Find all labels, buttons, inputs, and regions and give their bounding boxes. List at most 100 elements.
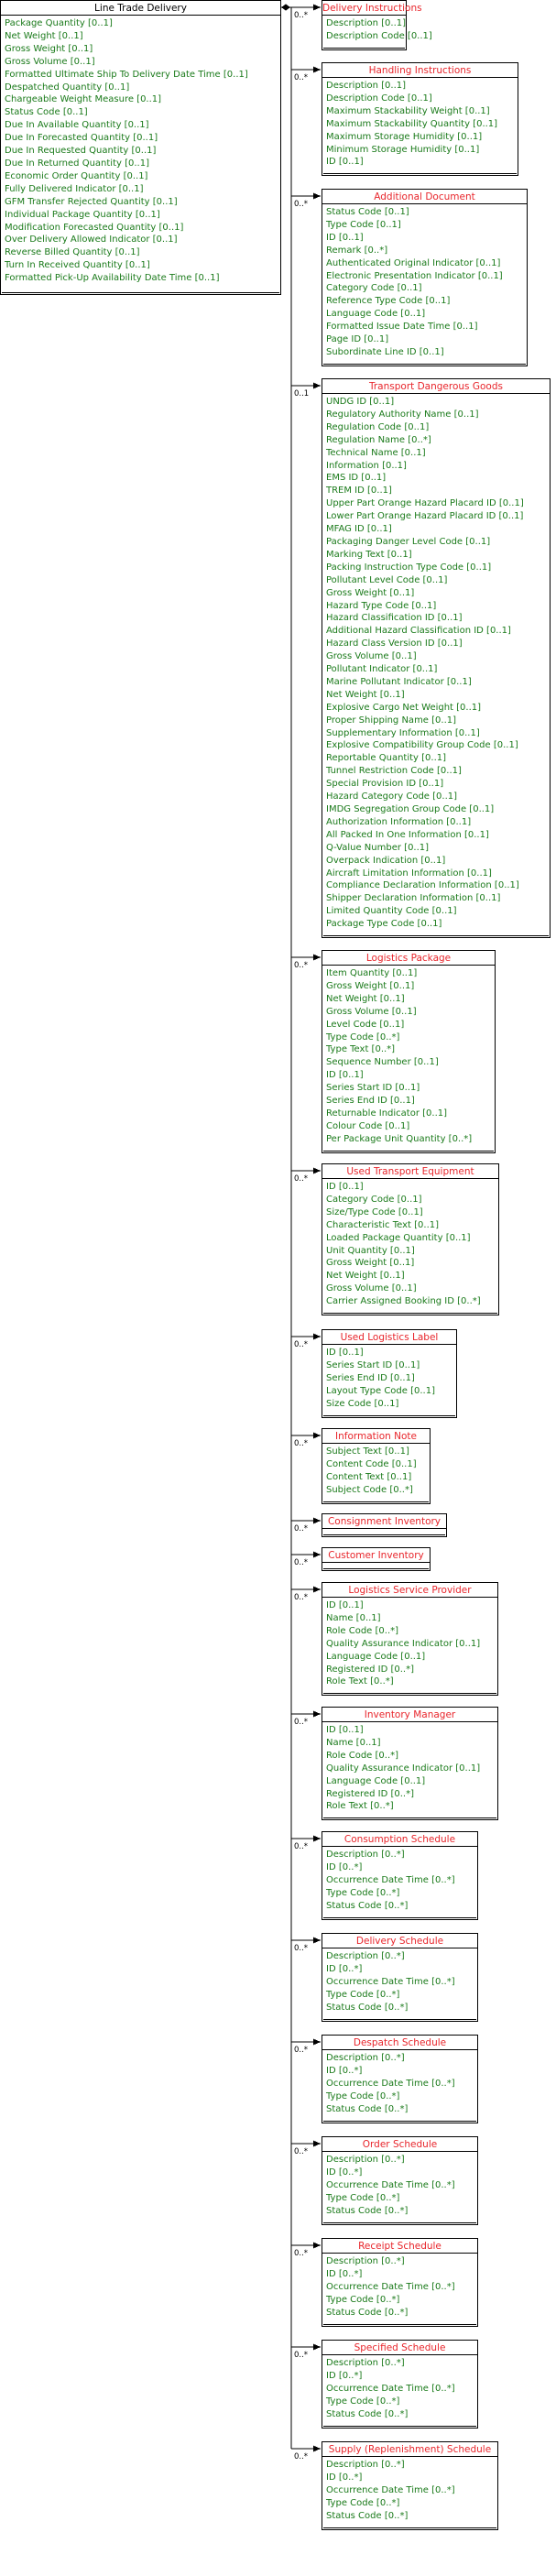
multiplicity-label: 0..*	[294, 1558, 309, 1567]
class-attribute: Occurrence Date Time [0..*]	[326, 1976, 455, 1987]
root-attribute: Turn In Received Quantity [0..1]	[5, 260, 150, 271]
class-attribute: Electronic Presentation Indicator [0..1]	[326, 270, 503, 281]
class-attribute: Name [0..1]	[326, 1737, 381, 1748]
association-arrowhead	[313, 1517, 321, 1524]
class-title: Used Transport Equipment	[322, 1164, 498, 1179]
root-attribute: Over Delivery Allowed Indicator [0..1]	[5, 235, 178, 246]
class-attribute: MFAG ID [0..1]	[326, 524, 392, 535]
class-attribute: Role Code [0..*]	[326, 1625, 399, 1636]
association-arrowhead	[313, 1333, 321, 1340]
multiplicity-label: 0..*	[294, 1718, 309, 1727]
class-attribute: Tunnel Restriction Code [0..1]	[326, 766, 462, 777]
class-title: Logistics Service Provider	[322, 1583, 497, 1598]
attribute-list: Description [0..*]ID [0..*]Occurrence Da…	[322, 2254, 477, 2323]
root-attribute: Reverse Billed Quantity [0..1]	[5, 247, 140, 258]
class-attribute: Regulation Name [0..*]	[326, 434, 431, 445]
class-attribute: ID [0..1]	[326, 1070, 364, 1081]
class-attribute: Marking Text [0..1]	[326, 549, 412, 560]
class-attribute: Description Code [0..1]	[326, 93, 432, 104]
class-attribute: Description [0..*]	[326, 2460, 405, 2470]
multiplicity-label: 0..*	[294, 2147, 309, 2156]
class-title: Specified Schedule	[322, 2341, 477, 2355]
class-attribute: ID [0..1]	[326, 1348, 364, 1358]
root-attribute: Net Weight [0..1]	[5, 30, 83, 41]
class-attribute: Maximum Storage Humidity [0..1]	[326, 131, 483, 142]
class-attribute: Packaging Danger Level Code [0..1]	[326, 536, 491, 547]
multiplicity-label: 0..*	[294, 961, 309, 970]
root-attribute: Modification Forecasted Quantity [0..1]	[5, 222, 184, 233]
class-attribute: TREM ID [0..1]	[326, 486, 392, 497]
class-attribute: Language Code [0..1]	[326, 309, 426, 320]
class-attribute: Layout Type Code [0..1]	[326, 1385, 435, 1396]
class-attribute: Size Code [0..1]	[326, 1398, 399, 1409]
class-attribute: Description [0..*]	[326, 2358, 405, 2368]
class-attribute: UNDG ID [0..1]	[326, 397, 395, 407]
class-attribute: Subject Code [0..*]	[326, 1484, 413, 1495]
multiplicity-label: 0..*	[294, 2249, 309, 2258]
root-attribute: Fully Delivered Indicator [0..1]	[5, 183, 144, 194]
class-attribute: Net Weight [0..1]	[326, 1271, 405, 1282]
association-arrowhead	[313, 1710, 321, 1718]
class-attribute: Status Code [0..*]	[326, 2002, 409, 2013]
class-attribute: Type Code [0..*]	[326, 1887, 400, 1898]
class-title: Transport Dangerous Goods	[322, 379, 550, 394]
class-attribute: Information [0..1]	[326, 460, 407, 471]
class-attribute: Reportable Quantity [0..1]	[326, 753, 447, 764]
class-attribute: Regulatory Authority Name [0..1]	[326, 409, 479, 420]
class-attribute: Description [0..1]	[326, 81, 407, 91]
attribute-list: Item Quantity [0..1]Gross Weight [0..1]N…	[322, 966, 495, 1150]
attribute-list: ID [0..1]Category Code [0..1]Size/Type C…	[322, 1179, 498, 1312]
class-attribute: Hazard Classification ID [0..1]	[326, 613, 463, 624]
multiplicity-label: 0..*	[294, 1174, 309, 1184]
class-title: Information Note	[322, 1429, 430, 1444]
class-attribute: Description [0..*]	[326, 2155, 405, 2165]
class-attribute: Role Text [0..*]	[326, 1676, 394, 1687]
root-class-title: Line Trade Delivery	[1, 1, 280, 16]
attribute-list: Description [0..*]ID [0..*]Occurrence Da…	[322, 2355, 477, 2425]
class-attribute: Subject Text [0..1]	[326, 1446, 409, 1457]
association-arrowhead	[313, 1432, 321, 1439]
class-title: Delivery Schedule	[322, 1934, 477, 1948]
root-attribute: GFM Transfer Rejected Quantity [0..1]	[5, 196, 178, 207]
attribute-list: Description [0..1] Description Code [0..1…	[322, 78, 518, 172]
class-attribute: Page ID [0..1]	[326, 334, 389, 345]
root-attribute: Formatted Ultimate Ship To Delivery Date…	[5, 69, 248, 80]
class-attribute: All Packed In One Information [0..1]	[326, 829, 489, 840]
class-title: Inventory Manager	[322, 1708, 497, 1722]
class-attribute: ID [0..*]	[326, 1861, 363, 1872]
class-attribute: Description [0..*]	[326, 1850, 405, 1860]
root-attribute: Gross Volume [0..1]	[5, 56, 95, 67]
class-attribute: Upper Part Orange Hazard Placard ID [0..…	[326, 498, 524, 509]
class-attribute: Occurrence Date Time [0..*]	[326, 1874, 455, 1885]
multiplicity-label: 0..*	[294, 1593, 309, 1602]
class-attribute: Shipper Declaration Information [0..1]	[326, 893, 501, 904]
association-arrowhead	[313, 4, 321, 11]
class-attribute: ID [0..*]	[326, 1963, 363, 1974]
class-title: Delivery Instructions	[322, 3, 422, 16]
class-title: Additional Document	[322, 190, 527, 204]
attribute-list: ID [0..1]Series Start ID [0..1]Series En…	[322, 1345, 456, 1414]
class-attribute: Description [0..*]	[326, 2053, 405, 2063]
multiplicity-label: 0..*	[294, 1944, 309, 1953]
association-arrowhead	[313, 2140, 321, 2147]
class-title: Consumption Schedule	[322, 1832, 477, 1847]
class-attribute: Loaded Package Quantity [0..1]	[326, 1232, 471, 1243]
class-attribute: Category Code [0..1]	[326, 1194, 422, 1205]
multiplicity-label: 0..*	[294, 200, 309, 209]
class-attribute: Reference Type Code [0..1]	[326, 296, 451, 307]
association-arrowhead	[313, 1167, 321, 1174]
class-attribute: Net Weight [0..1]	[326, 993, 405, 1004]
class-attribute: Additional Hazard Classification ID [0..…	[326, 626, 511, 637]
root-attribute: Status Code [0..1]	[5, 107, 88, 118]
class-attribute: Lower Part Orange Hazard Placard ID [0..…	[326, 511, 524, 522]
attribute-list: ID [0..1]Name [0..1]Role Code [0..*]Qual…	[322, 1722, 497, 1817]
attribute-list: Subject Text [0..1]Content Code [0..1]Co…	[322, 1444, 430, 1501]
class-attribute: Authorization Information [0..1]	[326, 816, 472, 827]
attribute-list: Description [0..*]ID [0..*]Occurrence Da…	[322, 2050, 477, 2120]
